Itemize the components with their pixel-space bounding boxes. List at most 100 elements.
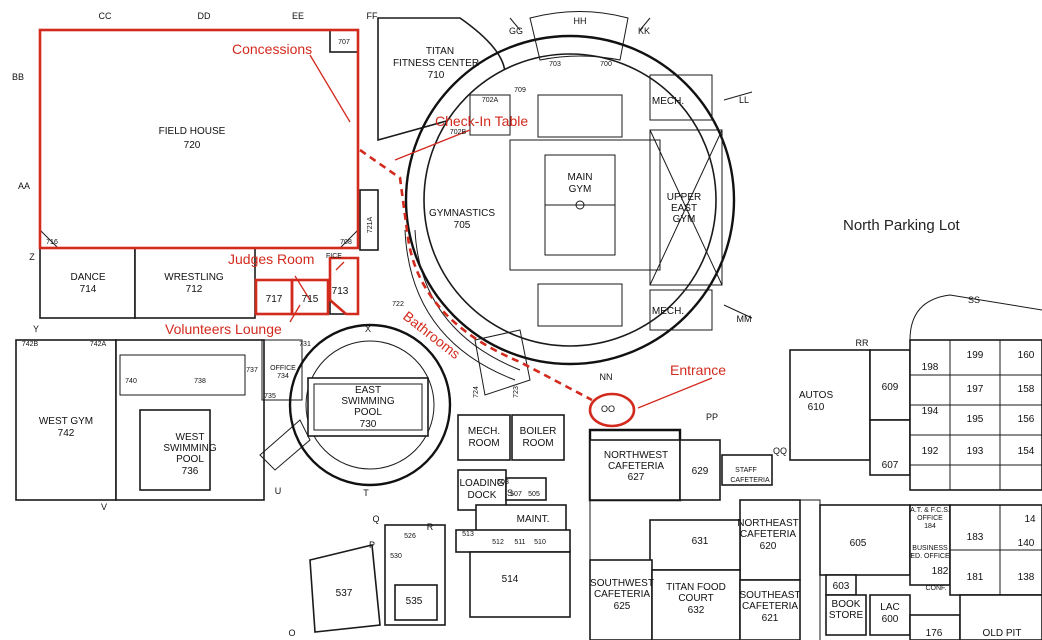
room-707-label: 707: [338, 39, 350, 46]
west-pool-num: 736: [182, 466, 199, 477]
east-pool-num: 730: [360, 419, 377, 430]
staff-cafeteria-name1: STAFF: [735, 467, 757, 474]
room-721a-label: 721A: [367, 217, 374, 234]
dance-room[interactable]: [39, 247, 136, 319]
west-gym-room[interactable]: [15, 339, 117, 501]
grid-ff: FF: [367, 11, 378, 21]
grid-u: U: [275, 486, 282, 496]
parking-label: North Parking Lot: [843, 217, 961, 234]
room-514[interactable]: [469, 551, 571, 618]
dance-name: DANCE: [70, 272, 105, 283]
room-631[interactable]: [649, 519, 741, 571]
business-name2: ED. OFFICE: [910, 553, 950, 560]
grid-r: R: [427, 522, 434, 532]
room-607[interactable]: [869, 419, 911, 476]
grid-v: V: [101, 502, 107, 512]
field-house-room[interactable]: [39, 29, 359, 249]
room-721a[interactable]: [359, 189, 379, 251]
room-742a-label: 742A: [90, 341, 107, 348]
staff-cafeteria[interactable]: [721, 454, 773, 486]
room-193-label: 193: [967, 446, 984, 457]
mech-2-label: MECH.: [652, 306, 684, 317]
old-pit[interactable]: [959, 594, 1042, 640]
grid-ee: EE: [292, 11, 304, 21]
nw-cafeteria-name2: CAFETERIA: [608, 461, 664, 472]
east-pool[interactable]: [307, 377, 429, 437]
room-537[interactable]: [309, 544, 381, 633]
autos-num: 610: [808, 402, 825, 413]
sw-cafeteria-name1: SOUTHWEST: [590, 578, 654, 589]
room-14-label: 14: [1024, 514, 1036, 525]
room-713-highlight: [328, 256, 360, 316]
gymnastics-num: 705: [454, 220, 471, 231]
upper-east-gym-name1: UPPER: [667, 192, 701, 203]
room-507-label: 507: [510, 491, 522, 498]
se-cafeteria-num: 621: [762, 613, 779, 624]
food-court-name1: TITAN FOOD: [666, 582, 726, 593]
wrestling-room[interactable]: [134, 247, 256, 319]
book-store[interactable]: [825, 594, 867, 636]
room-513-label: 513: [462, 531, 474, 538]
room-709-label: 709: [514, 87, 526, 94]
room-629[interactable]: [679, 439, 721, 501]
grid-pp: PP: [706, 412, 718, 422]
room-700-label: 700: [600, 61, 612, 68]
main-gym-name2: GYM: [569, 184, 592, 195]
room-742b-label: 742B: [22, 341, 39, 348]
titan-fitness-name2: FITNESS CENTER: [393, 58, 479, 69]
grid-x: X: [365, 324, 371, 334]
room-511-label: 511: [514, 539, 525, 546]
volunteers-lounge-label: Volunteers Lounge: [165, 321, 282, 337]
grid-y: Y: [33, 324, 39, 334]
room-198-label: 198: [922, 362, 939, 373]
grid-ss: SS: [968, 295, 980, 305]
west-pool[interactable]: [139, 409, 211, 491]
grid-kk: KK: [638, 26, 650, 36]
nw-cafeteria[interactable]: [589, 439, 681, 501]
room-510-label: 510: [534, 539, 546, 546]
entrance-label: Entrance: [670, 362, 726, 378]
gymnastics-name: GYMNASTICS: [429, 208, 495, 219]
nw-cafeteria-name1: NORTHWEST: [604, 450, 668, 461]
grid-t: T: [363, 488, 369, 498]
judges-room-label: Judges Room: [228, 251, 314, 267]
office-734-num: 734: [277, 373, 289, 380]
book-store-name1: BOOK: [832, 599, 861, 610]
boiler-room[interactable]: [511, 414, 565, 461]
ne-cafeteria-num: 620: [760, 541, 777, 552]
room-192-label: 192: [922, 446, 939, 457]
west-gym-num: 742: [58, 428, 75, 439]
room-183-label: 183: [967, 532, 984, 543]
upper-east-gym-name2: EAST: [671, 203, 697, 214]
grid-aa: AA: [18, 181, 30, 191]
room-526-label: 526: [404, 533, 416, 540]
lac-name: LAC: [880, 602, 899, 613]
food-court-num: 632: [688, 605, 705, 616]
route-dashed-line: [359, 148, 593, 402]
autos-room[interactable]: [789, 349, 871, 461]
room-503-label: 503: [497, 479, 509, 486]
room-535[interactable]: [394, 584, 438, 621]
room-512-label: 512: [492, 539, 504, 546]
room-715-highlight: [290, 278, 330, 316]
autos-name: AUTOS: [799, 390, 834, 401]
titan-food-court[interactable]: [651, 569, 741, 640]
grid-nn: NN: [600, 372, 613, 382]
staff-cafeteria-name2: CAFETERIA: [730, 477, 770, 484]
ne-cafeteria[interactable]: [739, 499, 801, 581]
room-605-label: 605: [850, 538, 867, 549]
check-in-label: Check-In Table: [435, 113, 528, 129]
se-cafeteria[interactable]: [739, 579, 801, 640]
room-199-label: 199: [967, 350, 984, 361]
sw-cafeteria[interactable]: [589, 559, 653, 640]
se-cafeteria-name2: CAFETERIA: [742, 601, 798, 612]
west-pool-name2: SWIMMING: [163, 443, 217, 454]
grid-ll: LL: [739, 95, 749, 105]
book-store-name2: STORE: [829, 610, 864, 621]
arena-inner: [423, 53, 717, 347]
room-703-label: 703: [549, 61, 561, 68]
mech-room[interactable]: [457, 414, 511, 461]
room-195-label: 195: [967, 414, 984, 425]
room-535-label: 535: [406, 596, 423, 607]
